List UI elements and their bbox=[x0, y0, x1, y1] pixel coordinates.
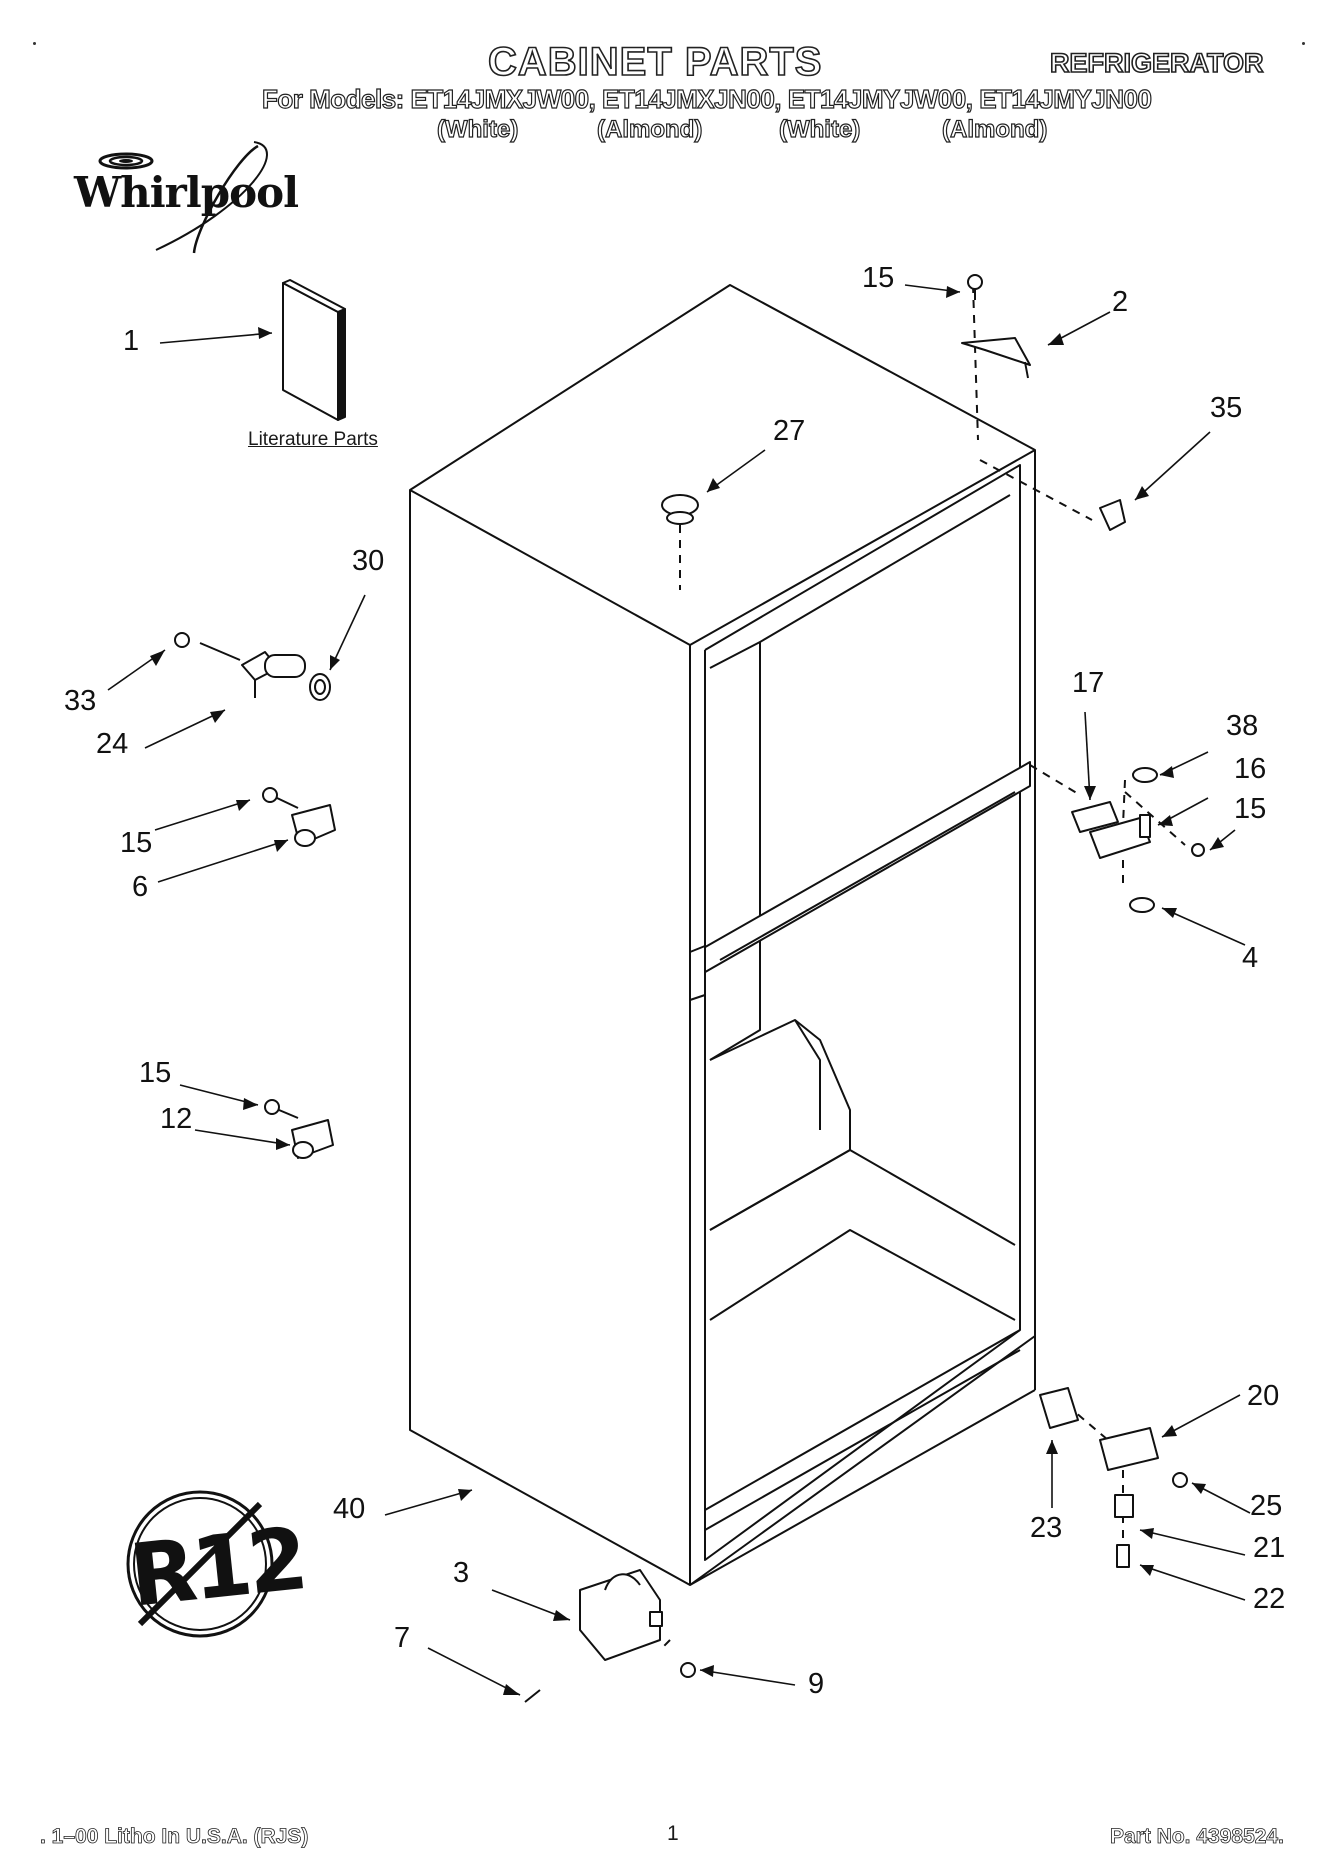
hinge-cover-icon bbox=[1099, 499, 1126, 531]
screw-icon bbox=[967, 274, 983, 300]
door-stop-icon bbox=[174, 632, 331, 701]
corner-speck bbox=[1302, 42, 1305, 45]
callout-1: 1 bbox=[123, 325, 140, 357]
callout-7: 7 bbox=[394, 1622, 411, 1654]
callout-15-bumper: 15 bbox=[120, 827, 153, 859]
footer-page-number: 1 bbox=[667, 1822, 679, 1845]
callout-17: 17 bbox=[1072, 667, 1105, 699]
appliance-category: REFRIGERATOR bbox=[1049, 47, 1264, 79]
callout-25: 25 bbox=[1250, 1490, 1283, 1522]
refrigerator-cabinet bbox=[409, 284, 1036, 1586]
callout-12: 12 bbox=[160, 1103, 193, 1135]
corner-speck bbox=[33, 42, 36, 45]
callout-22: 22 bbox=[1253, 1583, 1286, 1615]
callout-4: 4 bbox=[1242, 942, 1259, 974]
center-hinge-icon bbox=[1071, 767, 1205, 913]
callout-15-top: 15 bbox=[862, 262, 895, 294]
literature-parts-label: Literature Parts bbox=[248, 429, 378, 450]
callout-35: 35 bbox=[1210, 392, 1243, 424]
callout-16: 16 bbox=[1234, 753, 1267, 785]
whirlpool-swirl-icon bbox=[98, 141, 268, 254]
callout-33: 33 bbox=[64, 685, 97, 717]
callout-2: 2 bbox=[1112, 286, 1129, 318]
variant-label-1: (White) bbox=[436, 115, 519, 143]
callout-9: 9 bbox=[808, 1668, 825, 1700]
variant-label-2: (Almond) bbox=[596, 115, 703, 143]
callout-38: 38 bbox=[1226, 710, 1259, 742]
callout-20: 20 bbox=[1247, 1380, 1280, 1412]
callout-15-hinge: 15 bbox=[1234, 793, 1267, 825]
r12-badge-text: R12 bbox=[125, 1509, 309, 1627]
top-cap-plug-icon bbox=[661, 494, 699, 525]
models-line: For Models: ET14JMXJW00, ET14JMXJN00, ET… bbox=[261, 83, 1152, 114]
callout-3: 3 bbox=[453, 1557, 470, 1589]
callout-30: 30 bbox=[352, 545, 385, 577]
callout-15-lower: 15 bbox=[139, 1057, 172, 1089]
variant-label-4: (Almond) bbox=[941, 115, 1048, 143]
bottom-hinge-icon bbox=[1039, 1387, 1188, 1568]
callout-24: 24 bbox=[96, 728, 129, 760]
literature-booklet-icon bbox=[282, 279, 346, 421]
callout-27: 27 bbox=[773, 415, 806, 447]
no-r12-badge-icon bbox=[126, 1490, 274, 1638]
page-title: CABINET PARTS bbox=[487, 39, 823, 85]
footer-litho: . 1–00 Litho In U.S.A. (RJS) bbox=[40, 1825, 309, 1849]
variant-label-3: (White) bbox=[778, 115, 861, 143]
whirlpool-logo: Whirlpool bbox=[46, 138, 299, 258]
door-bumper-icon bbox=[262, 787, 336, 847]
door-bumper-lower-icon bbox=[264, 1099, 334, 1159]
brand-wordmark: Whirlpool bbox=[74, 168, 299, 217]
callout-40: 40 bbox=[333, 1493, 366, 1525]
callout-23: 23 bbox=[1030, 1512, 1063, 1544]
leveling-bracket-icon bbox=[524, 1569, 696, 1703]
footer-part-number: Part No. 4398524. bbox=[1110, 1825, 1285, 1849]
callout-6: 6 bbox=[132, 871, 149, 903]
callout-21: 21 bbox=[1253, 1532, 1286, 1564]
top-hinge-icon bbox=[961, 337, 1031, 379]
